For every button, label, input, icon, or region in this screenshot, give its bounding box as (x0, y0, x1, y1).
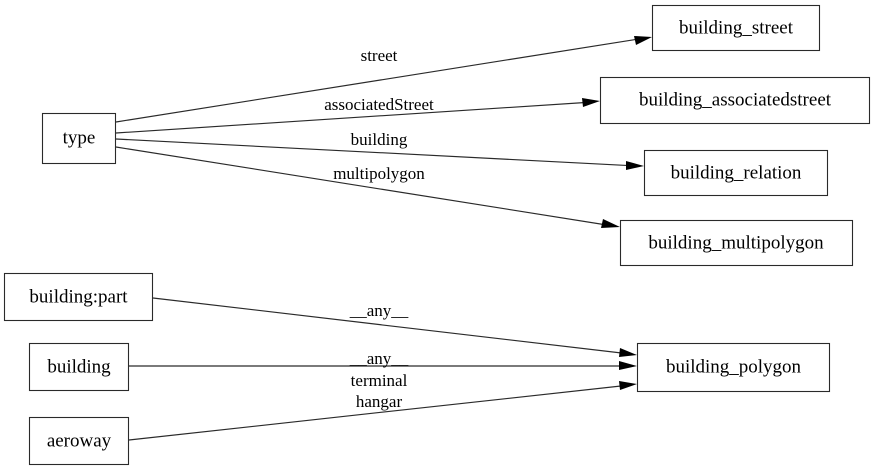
arrowhead-building_associatedstreet (582, 98, 600, 107)
edge-line-street (115, 37, 646, 123)
arrowhead-building_polygon-building (619, 361, 637, 370)
edge-label-associatedstreet: associatedStreet (324, 95, 434, 114)
edge-label-hangar: hangar (356, 392, 403, 411)
node-type-label: type (63, 127, 96, 148)
edge-label-street: street (361, 46, 398, 65)
node-building-part-label: building:part (29, 286, 128, 307)
node-aeroway-label: aeroway (47, 430, 112, 451)
arrowhead-building_street (634, 36, 652, 45)
node-building-label: building (47, 356, 111, 377)
edge-line-terminal-hangar (128, 384, 631, 441)
node-building-multipolygon[interactable]: building_multipolygon (619, 219, 854, 267)
node-building-part[interactable]: building:part (3, 272, 154, 322)
edge-line-multipolygon (115, 146, 614, 227)
arrowhead-building_polygon-aeroway (619, 381, 637, 390)
edge-label-terminal: terminal (351, 371, 408, 390)
edge-aeroway-building_polygon (128, 381, 637, 441)
edge-type-building_street (115, 36, 652, 123)
node-building-box[interactable] (28, 342, 130, 392)
node-building-polygon-box[interactable] (636, 342, 831, 393)
edge-label-building: building (351, 130, 408, 149)
node-building-associatedstreet-label: building_associatedstreet (639, 89, 832, 110)
edge-label-multipolygon: multipolygon (333, 164, 425, 183)
node-building-street-label: building_street (679, 17, 794, 38)
arrowhead-building_multipolygon (601, 219, 620, 228)
edge-line-building (115, 138, 638, 167)
node-building-part-box[interactable] (3, 272, 154, 322)
node-building-street-box[interactable] (651, 4, 821, 52)
node-building[interactable]: building (28, 342, 130, 392)
node-aeroway[interactable]: aeroway (28, 416, 130, 466)
edge-line-associatedstreet (115, 101, 594, 134)
edge-type-building_relation (115, 138, 644, 170)
node-building-associatedstreet[interactable]: building_associatedstreet (599, 76, 871, 125)
arrowhead-building_polygon-part (619, 348, 637, 357)
node-building-relation[interactable]: building_relation (643, 149, 829, 197)
node-building-polygon-label: building_polygon (666, 356, 802, 377)
node-building-street[interactable]: building_street (651, 4, 821, 52)
node-building-relation-label: building_relation (671, 162, 802, 183)
node-building-relation-box[interactable] (643, 149, 829, 197)
node-type[interactable]: type (41, 112, 117, 165)
node-building-multipolygon-box[interactable] (619, 219, 854, 267)
node-type-box[interactable] (41, 112, 117, 165)
edge-line-any-part (152, 297, 631, 355)
edge-type-building_associatedstreet (115, 98, 600, 134)
node-building-polygon[interactable]: building_polygon (636, 342, 831, 393)
edge-type-building_multipolygon (115, 146, 620, 228)
edge-label-any-building: __any__ (349, 349, 409, 368)
arrowhead-building_relation (626, 161, 644, 170)
edge-building-building_polygon (129, 361, 637, 370)
edge-building_part-building_polygon (152, 297, 637, 357)
node-aeroway-box[interactable] (28, 416, 130, 466)
node-building-associatedstreet-box[interactable] (599, 76, 871, 125)
node-building-multipolygon-label: building_multipolygon (648, 232, 824, 253)
edge-label-any-part: __any__ (349, 301, 409, 320)
